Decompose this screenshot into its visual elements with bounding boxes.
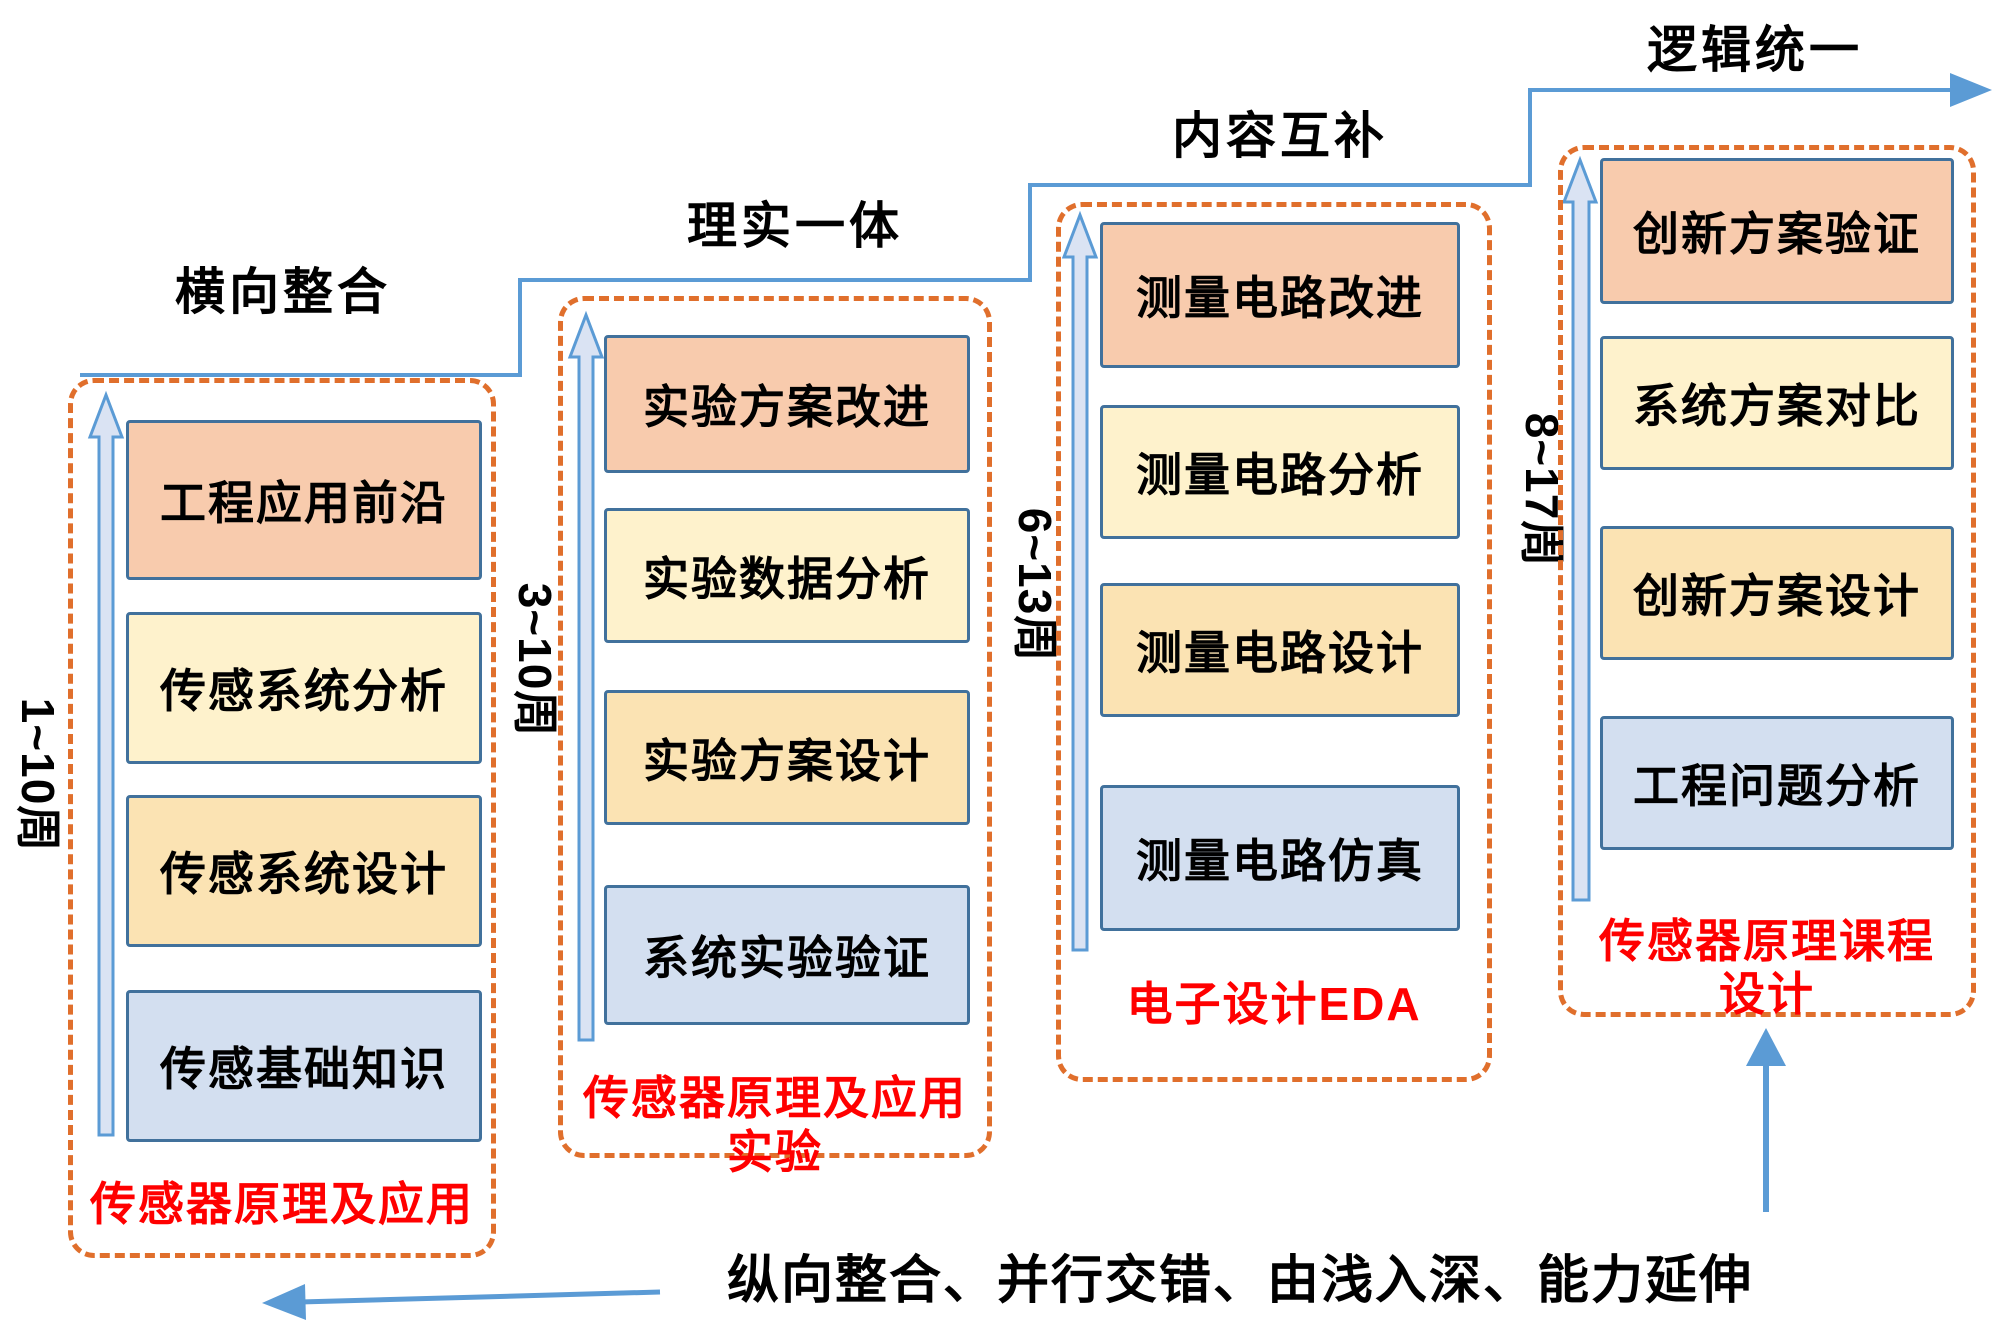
- phase-container-2: [558, 296, 992, 1158]
- stage-box: 系统实验验证: [604, 885, 970, 1025]
- phase-container-3: [1056, 202, 1492, 1082]
- stage-box: 系统方案对比: [1600, 336, 1954, 470]
- right-arrowhead-icon: [1950, 73, 1992, 107]
- course-label-1: 传感器原理及应用: [90, 1178, 474, 1230]
- stage-box: 传感基础知识: [126, 990, 482, 1142]
- step-label-3: 内容互补: [1172, 108, 1388, 164]
- stage-box: 测量电路仿真: [1100, 785, 1460, 931]
- stage-box: 实验方案改进: [604, 335, 970, 473]
- stage-box: 测量电路改进: [1100, 222, 1460, 368]
- course-label-2-line2: 实验: [727, 1126, 823, 1178]
- week-label-2: 3~10周: [509, 582, 561, 738]
- bottom-caption: 纵向整合、并行交错、由浅入深、能力延伸: [726, 1252, 1753, 1310]
- step-label-1: 横向整合: [175, 264, 391, 320]
- stage-box: 创新方案设计: [1600, 526, 1954, 660]
- stage-box: 传感系统设计: [126, 795, 482, 947]
- stage-box: 工程应用前沿: [126, 420, 482, 580]
- course-label-4-line2: 设计: [1719, 968, 1815, 1020]
- stage-box: 测量电路设计: [1100, 583, 1460, 717]
- step-label-2: 理实一体: [687, 198, 903, 254]
- stage-box: 实验方案设计: [604, 690, 970, 825]
- course-label-3: 电子设计EDA: [1126, 978, 1422, 1030]
- course-label-4-line1: 传感器原理课程: [1599, 915, 1935, 967]
- stage-box: 创新方案验证: [1600, 158, 1954, 304]
- week-label-1: 1~10周: [12, 697, 64, 853]
- stage-box: 工程问题分析: [1600, 716, 1954, 850]
- bottom-left-arrow-icon: [262, 1284, 661, 1320]
- step-label-4: 逻辑统一: [1647, 22, 1863, 78]
- stage-box: 实验数据分析: [604, 508, 970, 643]
- phase-container-1: [68, 378, 496, 1258]
- course-label-2-line1: 传感器原理及应用: [583, 1072, 967, 1124]
- course-design-up-arrow-icon: [1746, 1028, 1786, 1212]
- stage-box: 传感系统分析: [126, 612, 482, 764]
- phase-container-4: [1558, 145, 1976, 1017]
- stage-box: 测量电路分析: [1100, 405, 1460, 539]
